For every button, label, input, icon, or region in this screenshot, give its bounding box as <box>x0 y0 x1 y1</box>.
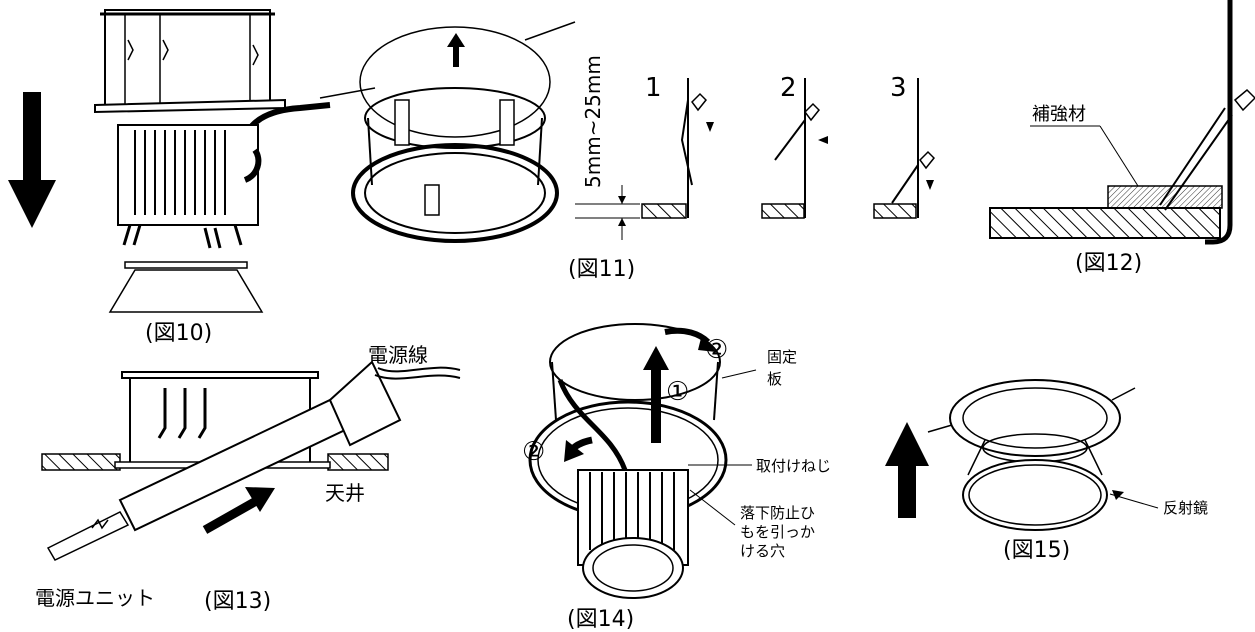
step-2-marker-top: ② <box>705 335 728 365</box>
step-3-number: 3 <box>890 73 907 103</box>
reinforcement-label: 補強材 <box>1032 104 1086 125</box>
diagonal-arrow-icon <box>202 487 275 534</box>
up-arrow-icon <box>447 33 465 67</box>
figure-10: (図10) <box>8 9 331 346</box>
figure-12: 補強材 (図12) <box>989 0 1255 276</box>
power-cable-label: 電源線 <box>368 343 428 367</box>
figure-13: 電源線 天井 電源ユニット (図13) <box>35 343 461 614</box>
figure-15: 反射鏡 (図15) <box>885 379 1208 563</box>
reflector-label: 反射鏡 <box>1163 499 1208 517</box>
power-unit-label: 電源ユニット <box>35 586 155 610</box>
step-1-number: 1 <box>645 73 662 103</box>
ceiling-label: 天井 <box>325 481 365 505</box>
step-2-marker-left: ② <box>522 437 545 467</box>
safety-hole-label-1: 落下防止ひ <box>740 504 815 522</box>
safety-hole-label-3: ける穴 <box>740 542 785 560</box>
step-2-number: 2 <box>780 73 797 103</box>
dimension-label: 5mm~25mm <box>581 55 605 188</box>
safety-hole-label-2: もを引っか <box>740 523 815 541</box>
figure-10-label: (図10) <box>145 321 212 346</box>
figure-11-label: (図11) <box>568 257 635 282</box>
down-arrow-icon <box>8 92 56 228</box>
figure-14: ② ① ② 固定 板 取付けねじ 落下防止ひ もを引っか ける穴 (図14) <box>522 323 831 632</box>
figure-11-ring <box>319 21 576 243</box>
figure-14-label: (図14) <box>567 607 634 632</box>
fixing-plate-label-2: 板 <box>767 370 782 388</box>
mounting-screw-label: 取付けねじ <box>756 457 831 475</box>
figure-12-label: (図12) <box>1075 251 1142 276</box>
up-arrow-icon <box>885 422 929 518</box>
step-1-marker: ① <box>666 377 689 407</box>
figure-13-label: (図13) <box>204 589 271 614</box>
up-arrow-icon <box>643 346 669 443</box>
figure-15-label: (図15) <box>1003 538 1070 563</box>
fixing-plate-label-1: 固定 <box>767 348 797 366</box>
figure-11-steps: 5mm~25mm (図11) 1 2 3 <box>568 55 936 282</box>
